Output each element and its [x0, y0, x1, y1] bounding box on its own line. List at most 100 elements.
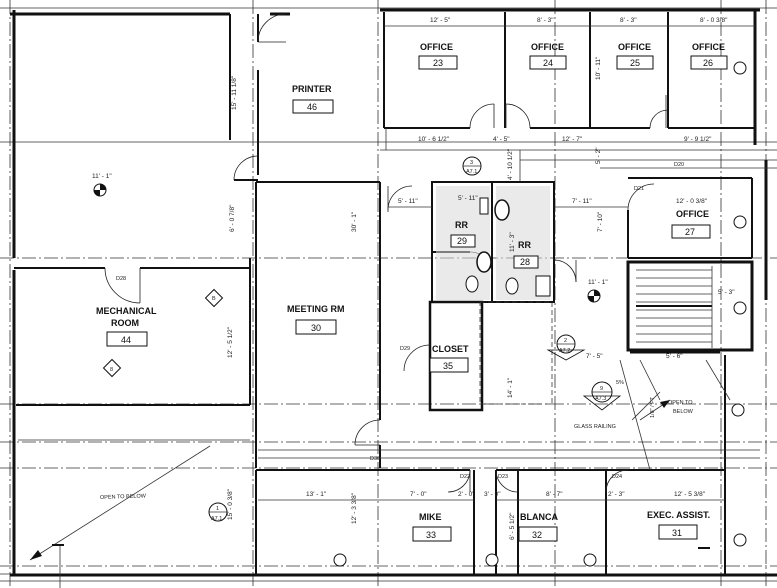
dim-label: 3' - 0" [484, 491, 501, 498]
room-tag-office-23: OFFICE 23 [418, 42, 458, 70]
dim-label: 8' - 7" [546, 491, 563, 498]
callout-labels: 3 A7.1 2 A7.2 9 A7.3 1 A7.1 [211, 160, 606, 522]
door-tag: D20 [674, 162, 684, 168]
dimension-ticks [52, 25, 755, 588]
room-tag-exec-assist-31: EXEC. ASSIST. 31 [647, 510, 710, 540]
room-tag-printer-46: PRINTER 46 [292, 84, 334, 114]
svg-text:RR: RR [455, 220, 468, 230]
door-tag: D22 [460, 474, 470, 480]
open-below-arrow [29, 399, 671, 561]
dim-label: 12' - 7" [562, 136, 583, 143]
svg-text:OFFICE: OFFICE [618, 42, 651, 52]
door-tag: D24 [612, 474, 622, 480]
dim-label: 8' - 3" [537, 17, 554, 24]
grid-marker-labels: B 8 [110, 296, 216, 373]
stair-treads [636, 266, 713, 348]
room-tag-office-27: OFFICE 27 [671, 209, 711, 239]
dim-label: 5' - 2" [595, 147, 602, 164]
door-tag: D23 [498, 474, 508, 480]
dim-label: 12' - 5 1/2" [227, 326, 234, 358]
grid-marker: B [212, 296, 216, 302]
room-tag-blanca-32: BLANCA 32 [518, 512, 558, 542]
callout-markers [93, 61, 747, 567]
dimension-labels: 12' - 5" 8' - 3" 8' - 3" 8' - 0 3/8" 10'… [92, 17, 735, 540]
room-tag-rr-28: RR 28 [513, 240, 539, 269]
dim-label: 5' - 11" [398, 198, 418, 205]
svg-text:OFFICE: OFFICE [420, 42, 453, 52]
callout-sheet: A7.2 [559, 348, 570, 354]
door-tag: D30 [370, 456, 380, 462]
svg-text:ROOM: ROOM [111, 318, 139, 328]
dim-label: 11' - 3" [509, 232, 516, 252]
dim-label: 12' - 5" [430, 17, 451, 24]
svg-text:OFFICE: OFFICE [692, 42, 725, 52]
svg-text:23: 23 [433, 58, 443, 68]
dim-label: 30' - 1" [351, 211, 358, 232]
dim-label: 14' - 1" [507, 377, 514, 398]
svg-text:27: 27 [685, 227, 695, 237]
door-tag: D21 [634, 186, 644, 192]
room-tag-mechanical-44: MECHANICAL ROOM 44 [96, 306, 157, 347]
dim-label: 4' - 5" [493, 136, 510, 143]
svg-text:RR: RR [518, 240, 531, 250]
room-tag-rr-29: RR 29 [450, 220, 476, 248]
svg-text:46: 46 [307, 102, 317, 112]
svg-text:MIKE: MIKE [419, 512, 442, 522]
dim-label: 4' - 10 1/2" [507, 148, 514, 180]
svg-text:CLOSET: CLOSET [432, 344, 469, 354]
svg-text:MEETING RM: MEETING RM [287, 304, 345, 314]
svg-text:29: 29 [457, 236, 467, 246]
svg-text:28: 28 [520, 257, 530, 267]
dim-label: 5' - 6" [666, 353, 683, 360]
callout-number: 3 [470, 160, 473, 166]
dim-label: 10' - 11" [595, 56, 602, 80]
grid-marker: 8 [110, 367, 113, 373]
glass-railing-label: GLASS RAILING [574, 424, 616, 430]
dim-label: 12' - 5 3/8" [674, 491, 706, 498]
dim-label: 5' - 3" [718, 289, 735, 296]
dim-label: 12' - 3 3/8" [351, 492, 358, 524]
dim-label: 2' - 0" [458, 491, 475, 498]
callout-number: 9 [600, 386, 603, 392]
svg-text:OFFICE: OFFICE [531, 42, 564, 52]
callout-number: 2 [564, 338, 567, 344]
wall-lines [18, 128, 777, 471]
svg-text:MECHANICAL: MECHANICAL [96, 306, 157, 316]
svg-text:OFFICE: OFFICE [676, 209, 709, 219]
dim-label: 15' - 0 3/8" [227, 488, 234, 520]
dim-label: 8' - 0 3/8" [700, 17, 728, 24]
svg-text:EXEC. ASSIST.: EXEC. ASSIST. [647, 510, 710, 520]
open-to-below-label: OPEN TO [668, 400, 693, 406]
svg-text:33: 33 [426, 530, 436, 540]
dim-label: 7' - 0" [410, 491, 427, 498]
callout-number: 1 [216, 506, 219, 512]
door-tags: D28 D29 D30 D20 D21 D22 D23 D24 [116, 162, 684, 480]
svg-text:24: 24 [543, 58, 553, 68]
dim-label: 11' - 1" [92, 173, 112, 180]
callout-sheet: A7.1 [466, 169, 477, 175]
svg-text:25: 25 [630, 58, 640, 68]
svg-text:31: 31 [672, 528, 682, 538]
room-tags: OFFICE 23 OFFICE 24 OFFICE 25 OFFICE 26 … [96, 42, 728, 542]
room-tag-closet-35: CLOSET 35 [429, 344, 469, 373]
room-tag-office-24: OFFICE 24 [529, 42, 567, 70]
door-tag: D29 [400, 346, 410, 352]
dim-label: 8' - 3" [620, 17, 637, 24]
room-tag-office-26: OFFICE 26 [690, 42, 728, 70]
annotations: OPEN TO BELOW OPEN TO BELOW GLASS RAILIN… [100, 380, 694, 501]
svg-text:BLANCA: BLANCA [520, 512, 558, 522]
dim-label: 7' - 11" [572, 198, 592, 205]
dim-label: 15' - 11 1/8" [231, 75, 238, 110]
door-tag: D28 [116, 276, 126, 282]
dim-label: 6' - 0 7/8" [229, 204, 236, 232]
room-tag-meeting-30: MEETING RM 30 [287, 304, 345, 335]
svg-text:44: 44 [121, 335, 131, 345]
svg-text:30: 30 [311, 323, 321, 333]
slope-label: 1/8" / FT [650, 396, 656, 418]
svg-text:PRINTER: PRINTER [292, 84, 332, 94]
slope-sign: 5% [616, 380, 624, 386]
dim-label: 13' - 1" [306, 491, 327, 498]
room-tag-mike-33: MIKE 33 [412, 512, 452, 542]
doors [104, 13, 669, 493]
